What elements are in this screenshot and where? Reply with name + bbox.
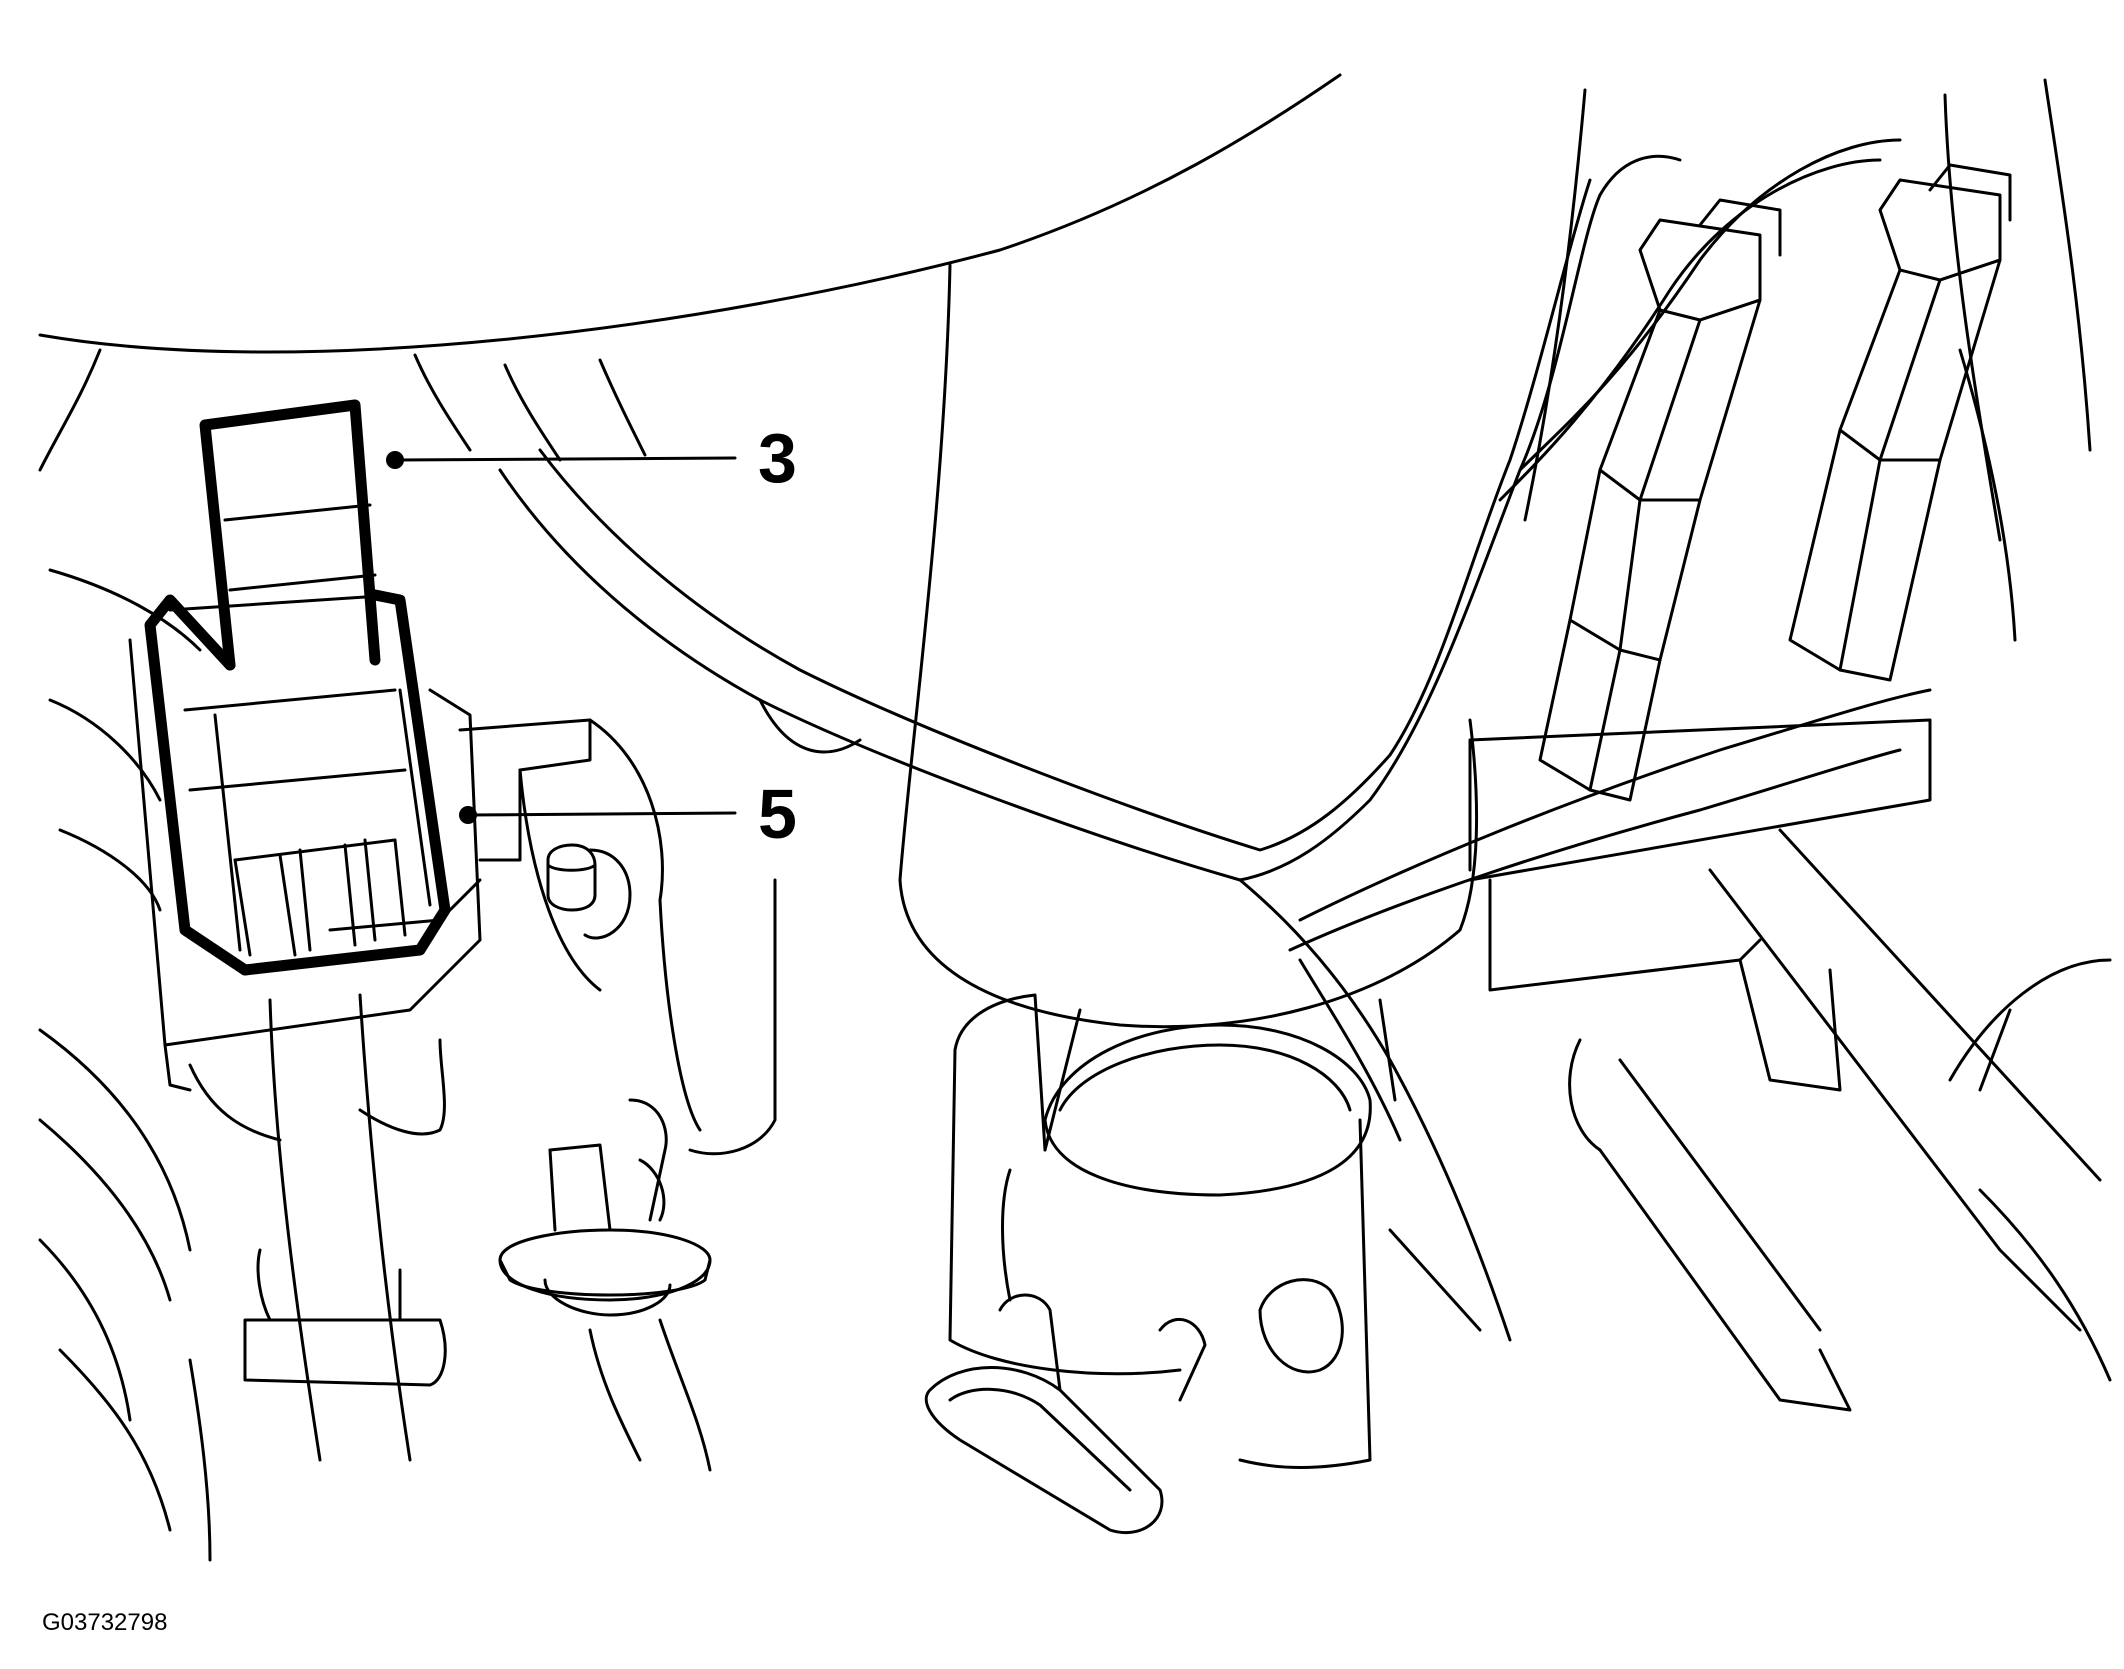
switch-5-highlight — [144, 589, 451, 976]
pedal-arm — [243, 1248, 447, 1387]
wiring-harness — [498, 138, 1932, 1342]
callout-3: 3 — [386, 419, 797, 497]
switch-3-highlight — [199, 399, 381, 671]
mounting-bolt — [546, 843, 632, 940]
harness-connectors — [1538, 163, 2012, 802]
pedal-bracket — [128, 638, 482, 1462]
right-side-structure — [1388, 78, 2112, 1382]
dash-panel-outline — [38, 73, 1342, 652]
left-side-structure — [38, 698, 212, 1562]
universal-joint — [924, 993, 1372, 1535]
callout-3-label: 3 — [758, 419, 797, 497]
bolt-nut-assembly — [498, 1098, 712, 1472]
callout-5-label: 5 — [758, 775, 797, 853]
support-plate — [458, 718, 777, 1156]
callout-5-leader — [466, 811, 737, 817]
figure-id: G03732798 — [42, 1609, 167, 1636]
connector-bracket — [1468, 718, 2102, 1412]
callout-3-leader — [393, 456, 737, 462]
steering-column-housing — [898, 263, 1479, 1152]
callout-5: 5 — [459, 775, 797, 853]
